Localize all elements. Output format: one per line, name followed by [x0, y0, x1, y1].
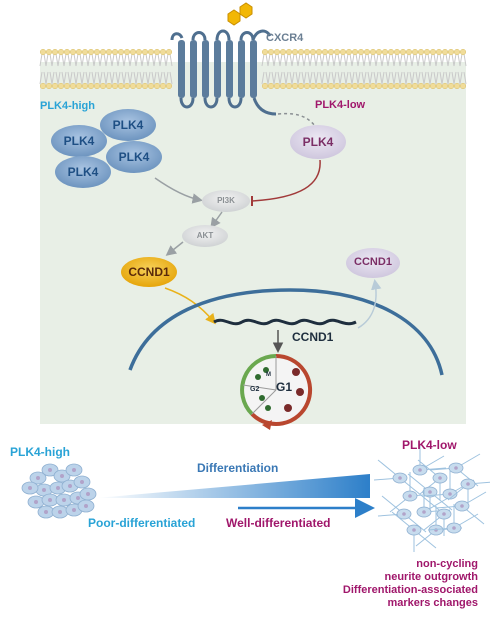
receptor-label: CXCR4: [266, 32, 304, 44]
cell-cycle-wheel: [240, 353, 313, 430]
plk4-high-cluster: [51, 109, 162, 188]
ccnd1-exported-node: [346, 248, 400, 278]
ccnd1-exported-label: CCND1: [354, 256, 392, 268]
plk4-low-inhibits-pi3k: [251, 159, 321, 202]
plk4-low-title: PLK4-low: [315, 99, 366, 111]
m-label: M: [266, 372, 271, 378]
outcome-line: non-cycling: [416, 558, 478, 570]
bottom-plk4-low-label: PLK4-low: [402, 438, 457, 452]
pi3k-node: [202, 190, 250, 212]
differentiation-label: Differentiation: [197, 461, 279, 475]
akt-node: [182, 225, 228, 247]
g2-label: G2: [250, 386, 260, 393]
plk4-high-oval-label: PLK4: [63, 134, 95, 148]
plk4-high-title: PLK4-high: [40, 100, 95, 112]
plk4-high-to-pi3k-arrow: [154, 177, 203, 204]
akt-label: AKT: [196, 231, 214, 240]
ccnd1-gene-dna: [213, 318, 357, 326]
plk4-low-oval-label: PLK4: [302, 135, 334, 149]
ccnd1-cytoplasm-node: [121, 257, 177, 287]
ligand-icon: [227, 2, 253, 26]
ccnd1-dna-label: CCND1: [292, 330, 334, 344]
plk4-high-oval: [55, 156, 111, 188]
cxcr4-receptor: [170, 29, 277, 116]
nuclear-envelope: [128, 288, 444, 376]
ccnd1-cytoplasm-label: CCND1: [128, 265, 170, 279]
plk4-low-oval: [290, 125, 346, 159]
plk4-high-oval: [100, 109, 156, 141]
pi3k-to-akt-arrow: [210, 211, 223, 229]
plk4-high-oval-label: PLK4: [118, 150, 150, 164]
plk4-high-oval: [51, 125, 107, 157]
well-differentiated-label: Well-differentiated: [226, 516, 331, 530]
bottom-plk4-high-label: PLK4-high: [10, 445, 70, 459]
outcome-line: neurite outgrowth: [384, 571, 479, 583]
outcome-line: markers changes: [387, 597, 479, 609]
g1-label: G1: [276, 380, 293, 394]
cell-membrane: [39, 48, 467, 90]
well-differentiated-cell-cluster: [373, 446, 490, 552]
plk4-high-oval-label: PLK4: [112, 118, 144, 132]
plk4-high-oval: [106, 141, 162, 173]
plk4-high-oval-label: PLK4: [67, 165, 99, 179]
akt-to-ccnd1-arrow: [165, 241, 184, 256]
ccnd1-export-arrow: [357, 279, 382, 329]
differentiation-gradient-wedge: [96, 474, 370, 498]
poor-differentiated-label: Poor-differentiated: [88, 516, 196, 530]
pi3k-label: PI3K: [217, 196, 235, 205]
outcome-line: Differentiation-associated: [342, 584, 478, 596]
poorly-differentiated-cell-cluster: [21, 463, 97, 519]
ccnd1-into-nucleus-arrow: [164, 287, 216, 325]
